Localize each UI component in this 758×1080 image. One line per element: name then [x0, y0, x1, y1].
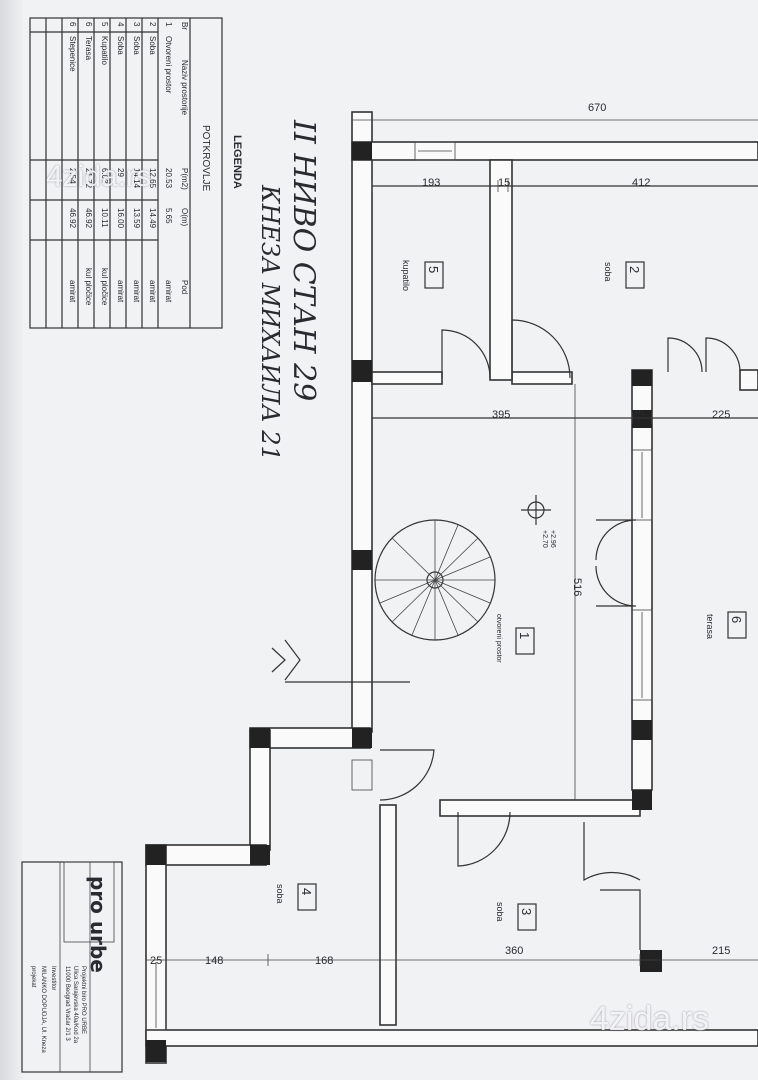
page-edge-shadow [0, 0, 22, 1080]
title-block-line: Ulica Sarajevska 40a/Kod 2a [72, 966, 78, 1044]
wall-top-horizontal [351, 141, 758, 161]
room-6-name: terasa [705, 614, 715, 640]
dim-25b: 25 [150, 955, 163, 967]
legend-col-area: P(m2) [180, 168, 189, 190]
plan-heading-line2: КНЕЗА МИХАИЛА 21 [256, 185, 284, 461]
wall-room5-bottom [371, 371, 443, 385]
room-4-name: soba [275, 884, 285, 904]
room-2-box [625, 261, 645, 289]
level-mark-2: +2.70 [541, 530, 548, 548]
room-4-box [297, 883, 317, 911]
room-4-number: 4 [299, 888, 314, 896]
room-5-box [424, 261, 444, 289]
room-3-number: 3 [519, 908, 534, 916]
dim-412: 412 [632, 177, 651, 189]
wall-upper [351, 111, 373, 733]
room-2-number: 2 [627, 266, 642, 274]
dim-225: 225 [712, 409, 731, 421]
title-block-logo: pro urbe [86, 876, 110, 973]
wall-room2-left [489, 159, 513, 381]
legend-subtitle: POTKROVLJE [200, 125, 211, 192]
dim-148: 148 [205, 955, 224, 967]
dim-395: 395 [492, 409, 511, 421]
legend-table [29, 17, 223, 329]
section-marker [271, 639, 410, 683]
title-block-investor: projekat [30, 966, 36, 988]
room-1-name: otvoreni prostor [495, 614, 502, 663]
level-mark: +2.96 [549, 530, 556, 548]
dim-516: 516 [571, 578, 583, 597]
title-block [21, 861, 123, 1073]
legend-title: LEGENDA [231, 135, 243, 189]
spiral-staircase [374, 519, 496, 641]
wall-bottom [145, 1029, 758, 1047]
wall-right-top [739, 369, 758, 391]
dim-360: 360 [505, 945, 524, 957]
level-marker [521, 495, 551, 525]
watermark-bottom: 4zida.rs [590, 1000, 710, 1038]
title-block-line: Projektni biro PRO URBE [80, 966, 86, 1035]
legend-col-floor: Pod [180, 280, 189, 295]
dim-168: 168 [315, 955, 334, 967]
room-6-box [727, 611, 747, 639]
wall-room3-top [439, 799, 641, 817]
room-1-box [515, 627, 535, 655]
legend-col-perimeter: O(m) [180, 208, 189, 227]
wall-room2-bottom [511, 371, 573, 385]
room-6-number: 6 [729, 616, 744, 624]
legend-col-name: Naziv prostorije [180, 60, 189, 116]
room-5-name: kupatilo [401, 260, 411, 292]
dim-25a: 25 [632, 409, 645, 421]
dim-top: 670 [588, 102, 607, 114]
title-block-line: 11000 Beograd Vračar 2/1 3 [64, 966, 70, 1041]
title-block-investor: Investitor [50, 966, 56, 991]
dim-215: 215 [712, 945, 731, 957]
dim-15: 15 [498, 177, 511, 189]
room-3-name: soba [495, 902, 505, 922]
title-block-investor: MILANKO DOPUDJA, Ul. Kneza [40, 966, 46, 1053]
legend-col-br: Br [180, 22, 189, 30]
wall-room34-between [379, 804, 397, 1026]
room-5-number: 5 [426, 266, 441, 274]
plan-heading-line1: II НИВО СТАН 29 [286, 120, 321, 402]
room-3-box [517, 903, 537, 931]
room-2-name: soba [603, 262, 613, 282]
watermark-top: 4zida.rs [46, 160, 152, 193]
room-1-number: 1 [517, 632, 532, 640]
dim-193: 193 [422, 177, 441, 189]
